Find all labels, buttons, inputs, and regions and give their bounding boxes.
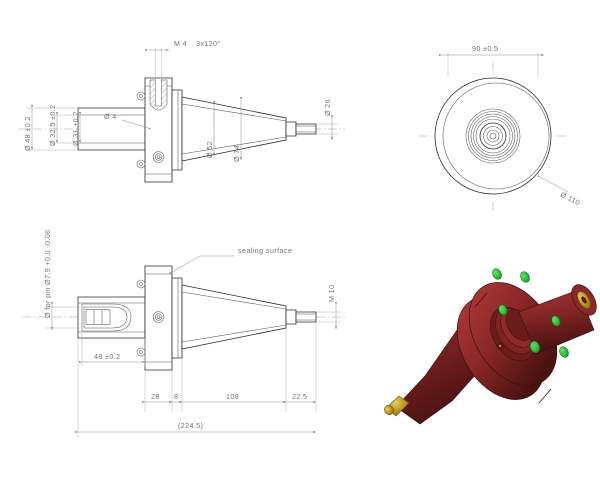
- leader-sealing-surface: [169, 255, 235, 275]
- bolt-hole-bottom-view: [152, 311, 165, 323]
- render-green-pad-3: [498, 304, 508, 316]
- render-flange-edge-lines: [474, 292, 552, 404]
- bolt-hole-bottom-core: [156, 315, 161, 319]
- dim-label-4: Ø 4: [104, 112, 117, 121]
- dim-label-74: Ø 74: [232, 145, 241, 162]
- dim-label-8: 8: [174, 392, 178, 401]
- dim-label-48b: 48 ±0.2: [94, 352, 120, 361]
- note-sealing-surface: sealing surface: [238, 246, 292, 255]
- lug-bottom-lower-hole: [139, 350, 143, 354]
- render-shaft-bore: [581, 296, 587, 304]
- top-section-view: Ø 48 ±0.2 Ø 32.5 ±0.2 Ø 31 ±0.2 Ø 4 Ø 52…: [18, 39, 345, 183]
- stud-thread-top: [295, 123, 317, 135]
- isometric-render: [384, 268, 597, 425]
- collar-bottom: [171, 277, 183, 359]
- render-bolt-core: [498, 344, 502, 348]
- dim-label-m10: M 10: [327, 285, 336, 302]
- bottom-section-view: sealing surface Ø for pin Ø7.9 +0.0 -0.0…: [22, 230, 345, 438]
- lug-upper-hole: [139, 94, 143, 98]
- lug-bottom-upper: [136, 279, 146, 289]
- dim-label-90: 90 ±0.5: [472, 44, 498, 53]
- tapped-hole-core: [155, 79, 162, 107]
- dim-label-m4: M 4: [174, 39, 187, 48]
- taper-inner-a: [181, 103, 287, 122]
- render-brass-tip-cone-face: [384, 405, 394, 415]
- render-green-pad-1: [492, 268, 502, 280]
- pin-slot-hatch: [81, 303, 132, 332]
- leader-4: [121, 119, 151, 130]
- bore-circle-mid: [483, 126, 503, 146]
- dim-label-total: (224.5): [178, 421, 203, 430]
- bolt-hole-bottom-mid: [154, 313, 163, 321]
- lug-bottom-upper-hole: [139, 282, 143, 286]
- render-green-pad-4: [551, 315, 561, 327]
- render-green-pad-6: [559, 346, 569, 358]
- tapped-hole-outline: [149, 79, 168, 111]
- hub-circle-b: [468, 111, 518, 161]
- leader-110: [537, 174, 569, 193]
- dim-label-28: 28: [151, 392, 160, 401]
- dim-label-48: Ø 48 ±0.2: [23, 116, 32, 151]
- lug-upper: [136, 91, 146, 101]
- dim-label-108: 108: [226, 392, 239, 401]
- taper-cone-top: [181, 96, 287, 162]
- lug-bottom-lower: [136, 347, 146, 357]
- dim-label-26: Ø 26: [323, 99, 332, 116]
- hub-circle-c: [470, 113, 516, 159]
- outer-circle-110: [434, 77, 552, 195]
- render-green-pad-5: [529, 340, 541, 354]
- bolt-hole-top-view-core: [156, 155, 161, 159]
- dim-label-225: 22.5: [292, 392, 307, 401]
- lug-lower-hole: [139, 162, 143, 166]
- dim-label-m4-qty: 3x120°: [196, 39, 221, 48]
- stud-shoulder-top: [285, 121, 297, 137]
- bore-circle-outer: [479, 122, 507, 150]
- hub-circle-e: [475, 118, 511, 154]
- bore-circle-inner: [486, 129, 500, 143]
- bore-circle-core: [489, 132, 497, 140]
- stud-shoulder-bottom: [285, 309, 297, 325]
- collar-top: [171, 89, 183, 171]
- dim-label-31: Ø 31 ±0.2: [71, 111, 80, 146]
- dim-label-pin: Ø for pin Ø7.9 +0.0 -0.06: [43, 230, 52, 318]
- inner-rim-circle: [442, 82, 550, 190]
- hub-circle-d: [473, 116, 513, 156]
- dim-label-52: Ø 52: [205, 141, 214, 158]
- stud-thread-bottom: [295, 311, 317, 323]
- taper-b-inner-a: [181, 291, 287, 310]
- lug-lower: [136, 159, 146, 169]
- bolt-hole-top-view-mid: [154, 153, 163, 161]
- taper-b-inner-b: [181, 324, 287, 343]
- dim-label-110: Ø 110: [559, 190, 582, 207]
- pin-slot-dark: [85, 309, 111, 325]
- dim-label-325: Ø 32.5 ±0.2: [48, 105, 57, 146]
- bolt-hole-top-view: [152, 151, 165, 163]
- render-green-pad-2: [520, 271, 530, 283]
- hub-circle-a: [465, 108, 521, 164]
- pin-slot-inner: [83, 306, 128, 329]
- taper-inner-b: [181, 136, 287, 155]
- end-circular-view: 90 ±0.5 Ø 110: [418, 44, 582, 212]
